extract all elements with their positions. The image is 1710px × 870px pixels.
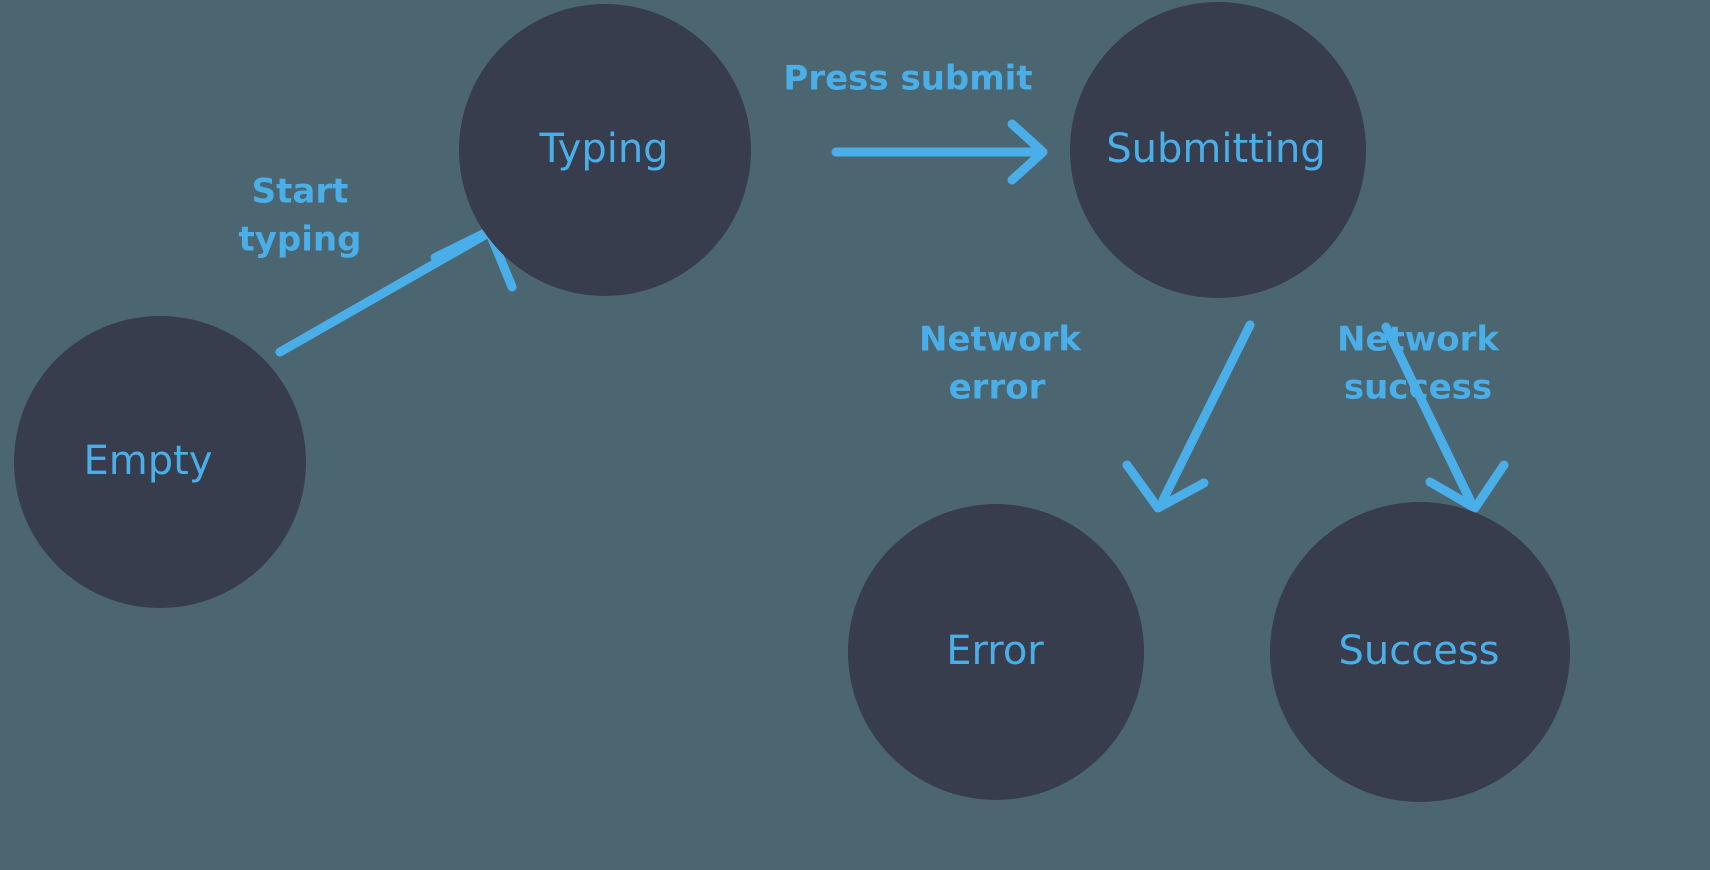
edge-submitting-to-error bbox=[1122, 320, 1255, 513]
edge-label-network-error-line-2: error bbox=[949, 368, 1046, 408]
arrowhead-network-error bbox=[1122, 460, 1209, 513]
edge-label-network-success-line-2: success bbox=[1344, 368, 1492, 408]
node-label-submitting: Submitting bbox=[1106, 126, 1325, 172]
edge-submitting-to-success bbox=[1381, 322, 1509, 513]
edge-label-network-success: Network success bbox=[1337, 320, 1500, 408]
node-error[interactable]: Error bbox=[848, 504, 1144, 800]
edge-label-network-error-line-1: Network bbox=[919, 320, 1082, 360]
edge-label-network-success-line-1: Network bbox=[1337, 320, 1500, 360]
node-circle-submitting[interactable] bbox=[1070, 2, 1366, 298]
arrowhead-press-submit bbox=[1007, 119, 1048, 185]
node-circle-error[interactable] bbox=[848, 504, 1144, 800]
node-success[interactable]: Success bbox=[1270, 502, 1570, 802]
edge-label-network-error: Network error bbox=[919, 320, 1082, 408]
edge-line-network-success bbox=[1381, 322, 1475, 505]
edge-label-start-typing-line-2: typing bbox=[239, 220, 362, 260]
node-empty[interactable]: Empty bbox=[14, 316, 306, 608]
node-label-empty: Empty bbox=[84, 438, 213, 484]
node-submitting[interactable]: Submitting bbox=[1070, 2, 1366, 298]
arrowhead-network-success bbox=[1425, 460, 1509, 513]
node-circle-typing[interactable] bbox=[459, 4, 751, 296]
edge-label-press-submit: Press submit bbox=[783, 59, 1032, 99]
edge-label-press-submit-line-1: Press submit bbox=[783, 59, 1032, 99]
edge-label-start-typing: Start typing bbox=[239, 172, 362, 260]
edge-typing-to-submitting bbox=[831, 119, 1048, 185]
node-typing[interactable]: Typing bbox=[459, 4, 751, 296]
node-circle-empty[interactable] bbox=[14, 316, 306, 608]
node-label-error: Error bbox=[946, 628, 1044, 674]
node-label-success: Success bbox=[1338, 628, 1499, 674]
node-label-typing: Typing bbox=[538, 126, 668, 172]
edge-line-network-error bbox=[1158, 320, 1255, 505]
edge-label-start-typing-line-1: Start bbox=[252, 172, 349, 212]
node-circle-success[interactable] bbox=[1270, 502, 1570, 802]
